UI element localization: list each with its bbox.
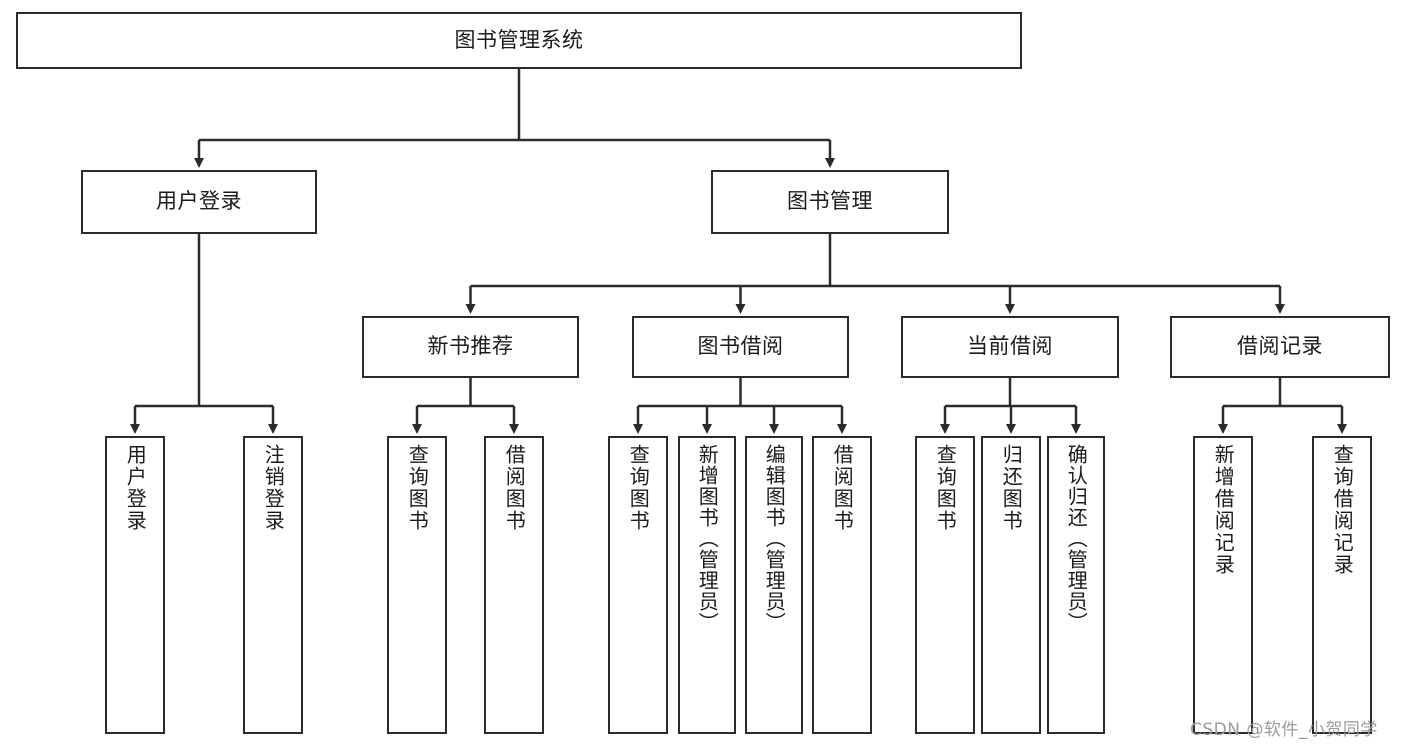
- node-leaf-query-record[interactable]: 查询借阅记录: [1312, 436, 1372, 734]
- node-label: 借阅图书: [502, 444, 527, 532]
- node-leaf-user-login[interactable]: 用户登录: [105, 436, 165, 734]
- node-leaf-borrow-book-2[interactable]: 借阅图书: [812, 436, 872, 734]
- node-label: 图书借阅: [697, 334, 784, 359]
- node-label: 当前借阅: [967, 334, 1053, 359]
- node-leaf-borrow-book-1[interactable]: 借阅图书: [484, 436, 544, 734]
- node-label: 用户登录: [123, 444, 148, 532]
- node-label: 用户登录: [156, 189, 242, 214]
- node-label: 图书管理: [787, 189, 873, 214]
- node-label: 确认归还（管理员）: [1064, 444, 1089, 633]
- node-current-borrow[interactable]: 当前借阅: [901, 316, 1119, 378]
- node-root[interactable]: 图书管理系统: [16, 12, 1022, 69]
- watermark-text: CSDN @软件_小贺同学: [1190, 720, 1378, 740]
- node-book-borrow[interactable]: 图书借阅: [632, 316, 849, 378]
- node-book-manage[interactable]: 图书管理: [711, 170, 949, 234]
- node-label: 新书推荐: [427, 334, 514, 359]
- node-label: 归还图书: [999, 444, 1024, 532]
- node-leaf-query-book-2[interactable]: 查询图书: [608, 436, 668, 734]
- node-leaf-confirm-return[interactable]: 确认归还（管理员）: [1047, 436, 1105, 734]
- node-label: 编辑图书（管理员）: [762, 444, 787, 633]
- node-leaf-query-book-3[interactable]: 查询图书: [915, 436, 975, 734]
- node-borrow-record[interactable]: 借阅记录: [1170, 316, 1390, 378]
- node-label: 查询图书: [933, 444, 958, 532]
- node-leaf-add-record[interactable]: 新增借阅记录: [1193, 436, 1253, 734]
- node-leaf-edit-book[interactable]: 编辑图书（管理员）: [745, 436, 803, 734]
- node-label: 查询图书: [405, 444, 430, 532]
- node-label: 借阅记录: [1237, 334, 1323, 359]
- node-label: 查询借阅记录: [1330, 444, 1355, 576]
- node-leaf-query-book-1[interactable]: 查询图书: [387, 436, 447, 734]
- node-label: 新增图书（管理员）: [695, 444, 720, 633]
- node-leaf-add-book[interactable]: 新增图书（管理员）: [678, 436, 736, 734]
- node-label: 注销登录: [261, 444, 286, 532]
- node-leaf-return-book[interactable]: 归还图书: [981, 436, 1041, 734]
- node-label: 新增借阅记录: [1211, 444, 1236, 576]
- node-leaf-logout[interactable]: 注销登录: [243, 436, 303, 734]
- node-label: 图书管理系统: [454, 27, 584, 52]
- node-user-login[interactable]: 用户登录: [81, 170, 317, 234]
- node-new-book-recommend[interactable]: 新书推荐: [362, 316, 579, 378]
- node-label: 查询图书: [626, 444, 651, 532]
- node-label: 借阅图书: [830, 444, 855, 532]
